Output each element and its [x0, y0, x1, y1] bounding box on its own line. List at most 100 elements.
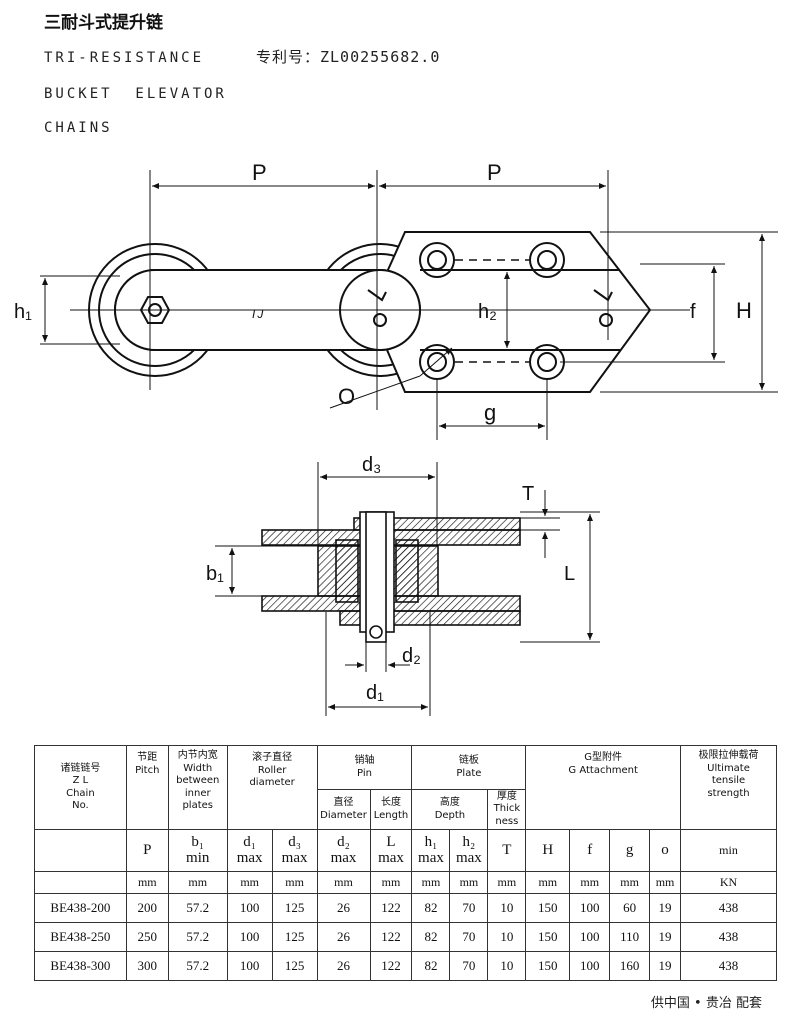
cell: 150	[525, 922, 571, 952]
dim-p-right: P	[487, 160, 502, 185]
title-en-line3: CHAINS	[44, 120, 113, 136]
cell: 82	[411, 951, 451, 981]
cell: 438	[680, 893, 777, 923]
chain-side-view-drawing: P P h₁ h₂ f H O g TJ	[14, 160, 778, 440]
dim-p-left: P	[252, 160, 267, 185]
unit-cell: mm	[569, 871, 611, 894]
cell: 26	[316, 893, 371, 923]
dim-d1: d₁	[366, 682, 384, 704]
patent-number: 专利号：ZL00255682.0	[256, 48, 441, 66]
cell: 57.2	[167, 893, 228, 923]
cell: 100	[569, 922, 611, 952]
cell: 100	[569, 893, 611, 923]
cell: 250	[125, 922, 169, 952]
cell: 122	[369, 951, 413, 981]
cell: 125	[271, 893, 318, 923]
dim-d3: d₃	[362, 455, 381, 476]
symbol-p: P	[125, 829, 169, 872]
unit-cell: mm	[649, 871, 682, 894]
cell: 100	[226, 922, 273, 952]
table-row: BE438-300 300 57.2 100 125 26 122 82 70 …	[34, 951, 777, 981]
dim-f: f	[690, 301, 696, 323]
cell: 82	[411, 922, 451, 952]
plate-mark: TJ	[250, 307, 264, 321]
unit-chain	[34, 871, 127, 894]
cell: 10	[487, 893, 527, 923]
unit-cell: mm	[449, 871, 489, 894]
dim-O: O	[338, 384, 355, 409]
cell: 10	[487, 922, 527, 952]
unit-cell: mm	[226, 871, 273, 894]
dim-h1: h₁	[14, 301, 32, 323]
cell: 100	[569, 951, 611, 981]
cell: 150	[525, 893, 571, 923]
cell: 160	[609, 951, 651, 981]
symbol-chain	[34, 829, 127, 872]
cell: 82	[411, 893, 451, 923]
cell-chain-no: BE438-200	[34, 893, 127, 923]
cell: 122	[369, 922, 413, 952]
table-unit-row: mm mm mm mm mm mm mm mm mm mm mm mm mm K…	[34, 871, 777, 894]
title-en-line2: BUCKET ELEVATOR	[44, 86, 227, 102]
cell: 110	[609, 922, 651, 952]
cell: 438	[680, 951, 777, 981]
dim-b1: b₁	[206, 563, 224, 585]
symbol-f: f	[569, 829, 611, 872]
unit-cell: mm	[125, 871, 169, 894]
cell-chain-no: BE438-300	[34, 951, 127, 981]
symbol-strength: min	[680, 829, 777, 872]
cell: 100	[226, 951, 273, 981]
cell: 19	[649, 893, 682, 923]
table-row: BE438-200 200 57.2 100 125 26 122 82 70 …	[34, 893, 777, 923]
unit-cell: mm	[487, 871, 527, 894]
unit-cell: mm	[369, 871, 413, 894]
cell: 122	[369, 893, 413, 923]
unit-cell: KN	[680, 871, 777, 894]
cell: 70	[449, 951, 489, 981]
dim-H: H	[736, 298, 752, 323]
supplier-footer: 供中国 • 贵冶 配套	[650, 996, 762, 1011]
symbol-o: o	[649, 829, 682, 872]
cell: 57.2	[167, 951, 228, 981]
cell: 300	[125, 951, 169, 981]
cell: 150	[525, 951, 571, 981]
cell: 10	[487, 951, 527, 981]
cell: 125	[271, 922, 318, 952]
unit-cell: mm	[167, 871, 228, 894]
dim-h2: h₂	[478, 301, 497, 323]
symbol-H: H	[525, 829, 571, 872]
unit-cell: mm	[316, 871, 371, 894]
cell: 26	[316, 951, 371, 981]
cell: 438	[680, 922, 777, 952]
chain-section-drawing: d₃ T b₁ L d₂ d₁	[206, 455, 600, 716]
title-en-line1: TRI-RESISTANCE	[44, 50, 205, 66]
cell: 100	[226, 893, 273, 923]
table-row: BE438-250 250 57.2 100 125 26 122 82 70 …	[34, 922, 777, 952]
unit-cell: mm	[609, 871, 651, 894]
cell-chain-no: BE438-250	[34, 922, 127, 952]
cell: 200	[125, 893, 169, 923]
cell: 70	[449, 893, 489, 923]
dim-T: T	[522, 483, 534, 505]
unit-cell: mm	[411, 871, 451, 894]
